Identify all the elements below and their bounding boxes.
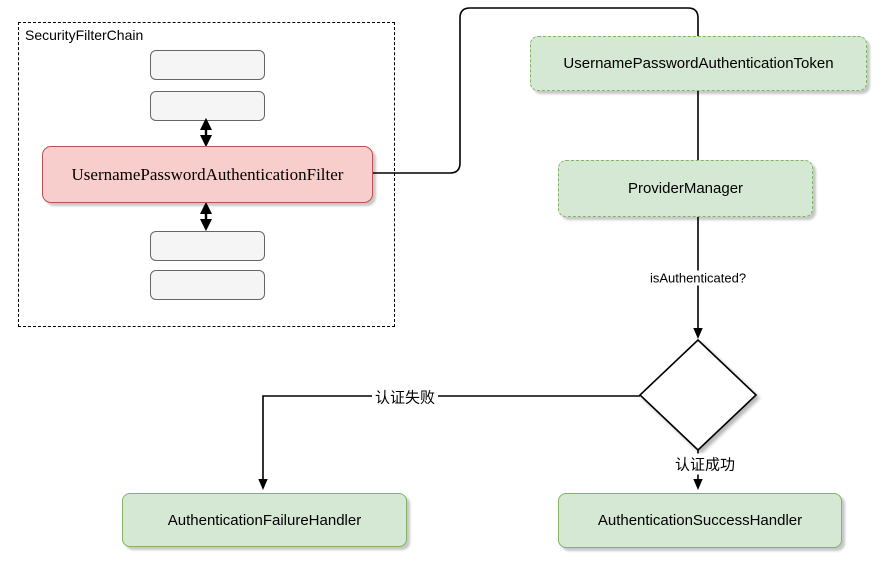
username-password-authentication-token-node: UsernamePasswordAuthenticationToken: [530, 36, 867, 91]
provider-manager-node: ProviderManager: [558, 160, 813, 217]
filter-placeholder-1: [150, 50, 265, 80]
authentication-success-handler-node: AuthenticationSuccessHandler: [558, 493, 842, 548]
edge-filter-to-token: [373, 7, 699, 174]
arrowhead-failure: [258, 479, 268, 490]
edge-failure-branch: [262, 395, 640, 479]
filter-placeholder-3: [150, 231, 265, 261]
security-filter-chain-container: SecurityFilterChain: [18, 22, 395, 327]
bidirectional-arrow-bottom: [199, 201, 213, 232]
authentication-failure-handler-node: AuthenticationFailureHandler: [122, 493, 407, 547]
arrowhead-success: [693, 479, 703, 490]
username-password-authentication-filter-node: UsernamePasswordAuthenticationFilter: [42, 146, 373, 203]
auth-failure-edge-label: 认证失败: [371, 386, 439, 408]
security-filter-chain-label: SecurityFilterChain: [25, 27, 144, 43]
filter-placeholder-2: [150, 91, 265, 121]
decision-diamond: [638, 338, 758, 452]
filter-placeholder-4: [150, 270, 265, 300]
bidirectional-arrow-top: [199, 117, 213, 148]
auth-success-edge-label: 认证成功: [671, 453, 739, 475]
arrowhead-decision: [693, 328, 703, 339]
is-authenticated-label: isAuthenticated?: [646, 270, 750, 286]
